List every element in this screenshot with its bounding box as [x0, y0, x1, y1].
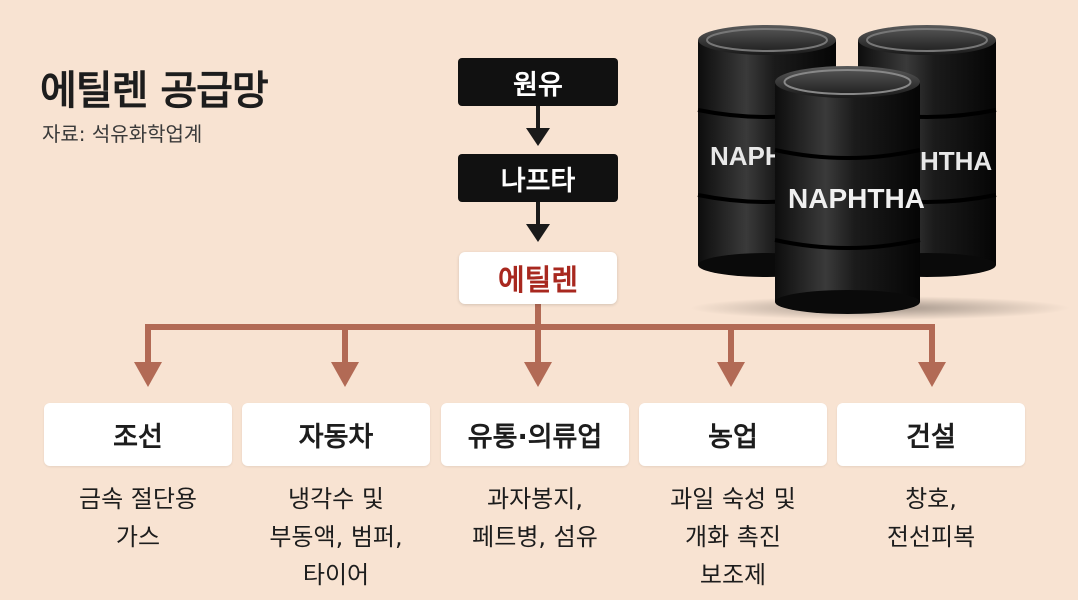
- barrel-front: NAPHTHA: [774, 66, 925, 314]
- category-shipbuilding: 조선: [44, 403, 232, 466]
- barrel-back-right-label: HTHA: [920, 146, 992, 176]
- node-crude-oil: 원유: [458, 58, 618, 106]
- branch-arrowhead-shipbuilding: [134, 362, 162, 387]
- category-retail-apparel: 유통·의류업: [441, 403, 629, 466]
- uses-agriculture: 과일 숙성 및 개화 촉진 보조제: [670, 485, 796, 589]
- category-construction: 건설: [837, 403, 1025, 466]
- node-ethylene: 에틸렌: [459, 252, 617, 304]
- barrel-front-label: NAPHTHA: [788, 183, 925, 214]
- arrowhead-naphtha-to-ethylene: [526, 224, 550, 242]
- node-naphtha: 나프타: [458, 154, 618, 202]
- arrowhead-crude-to-naphtha: [526, 128, 550, 146]
- uses-automotive: 냉각수 및 부동액, 범퍼, 타이어: [269, 485, 403, 589]
- category-agriculture: 농업: [639, 403, 827, 466]
- page-title: 에틸렌 공급망: [40, 68, 269, 114]
- branch-arrowhead-automotive: [331, 362, 359, 387]
- category-automotive: 자동차: [242, 403, 430, 466]
- branch-arrowhead-construction: [918, 362, 946, 387]
- branch-arrowhead-retail: [524, 362, 552, 387]
- uses-shipbuilding: 금속 절단용 가스: [78, 485, 198, 551]
- naphtha-barrels-illustration: NAPHTHA HTHA NAPHTHA: [690, 25, 1070, 320]
- uses-retail-apparel: 과자봉지, 페트병, 섬유: [472, 485, 598, 551]
- branch-arrows: [134, 327, 946, 387]
- branch-arrowhead-agriculture: [717, 362, 745, 387]
- source-note: 자료: 석유화학업계: [42, 122, 203, 146]
- uses-construction: 창호, 전선피복: [886, 485, 976, 551]
